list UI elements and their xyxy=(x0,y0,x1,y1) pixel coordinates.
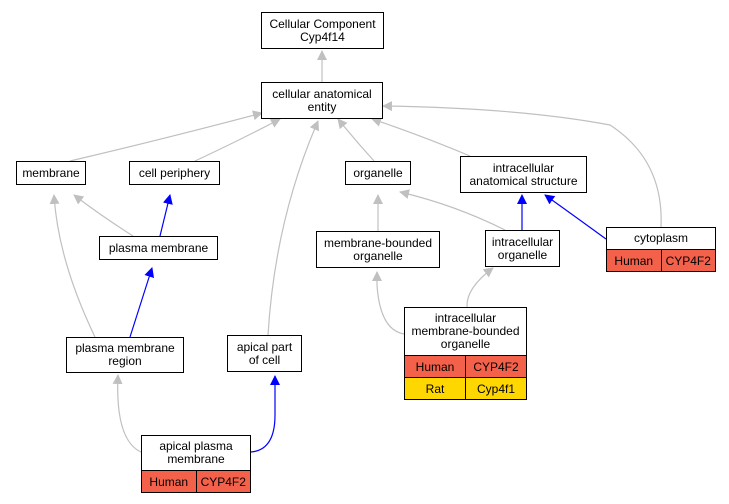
annotation-row: Human CYP4F2 xyxy=(405,355,526,377)
edge-ias-cae xyxy=(371,117,471,157)
node-label: intracellular membrane-bounded organelle xyxy=(411,311,520,351)
edge-cytoplasm-ias xyxy=(544,194,607,240)
node-cytoplasm[interactable]: cytoplasm Human CYP4F2 xyxy=(606,227,716,272)
node-intracellular-anatomical-structure[interactable]: intracellular anatomical structure xyxy=(460,156,587,193)
node-label: plasma membrane xyxy=(108,240,209,255)
node-plasma-membrane[interactable]: plasma membrane xyxy=(99,236,218,260)
gene-cell: CYP4F2 xyxy=(195,471,250,492)
edge-intraorg-organelle xyxy=(399,189,506,231)
node-label: intracellular organelle xyxy=(491,234,554,262)
node-label: cytoplasm xyxy=(633,231,689,245)
node-plasma-membrane-region[interactable]: plasma membrane region xyxy=(66,337,184,373)
species-cell: Human xyxy=(607,250,661,271)
node-label: apical plasma membrane xyxy=(159,439,233,466)
node-label: membrane-bounded organelle xyxy=(323,235,433,263)
edge-imbo-mbo xyxy=(372,271,405,335)
node-cellular-component-root[interactable]: Cellular Component Cyp4f14 xyxy=(261,12,384,49)
edge-imbo-intraorg xyxy=(466,267,494,308)
edge-cytoplasm-cae xyxy=(382,101,662,228)
node-organelle[interactable]: organelle xyxy=(345,161,411,185)
node-label: cell periphery xyxy=(138,165,211,180)
node-intracellular-membrane-bounded-organelle[interactable]: intracellular membrane-bounded organelle… xyxy=(404,307,527,400)
edge-apm-pmr xyxy=(112,374,142,453)
edge-pm-periphery xyxy=(159,194,173,237)
node-label: cellular anatomical entity xyxy=(272,86,372,114)
edge-pmr-pm xyxy=(129,267,155,338)
edge-periphery-cae xyxy=(194,118,281,162)
node-label: organelle xyxy=(353,165,403,180)
node-apical-part-of-cell[interactable]: apical part of cell xyxy=(227,335,302,372)
gene-cell: Cyp4f1 xyxy=(465,378,526,399)
edge-membrane-cae xyxy=(69,110,263,162)
node-cell-periphery[interactable]: cell periphery xyxy=(129,161,220,185)
gene-cell: CYP4F2 xyxy=(465,356,526,377)
edge-apical-cae xyxy=(267,120,320,336)
annotation-row: Human CYP4F2 xyxy=(142,470,250,492)
node-label: plasma membrane region xyxy=(75,341,175,368)
edge-apm-apical xyxy=(250,375,280,453)
species-cell: Human xyxy=(405,356,465,377)
edge-pm-membrane xyxy=(73,194,134,237)
node-label: membrane xyxy=(22,165,80,180)
annotation-row: Rat Cyp4f1 xyxy=(405,377,526,399)
annotation-row: Human CYP4F2 xyxy=(607,249,715,271)
node-label: apical part of cell xyxy=(236,339,293,367)
edge-organelle-cae xyxy=(337,118,375,162)
species-cell: Rat xyxy=(405,378,465,399)
node-apical-plasma-membrane[interactable]: apical plasma membrane Human CYP4F2 xyxy=(141,435,251,493)
node-membrane-bounded-organelle[interactable]: membrane-bounded organelle xyxy=(316,231,440,268)
species-cell: Human xyxy=(142,471,196,492)
edge-pmr-membrane xyxy=(49,194,96,338)
node-intracellular-organelle[interactable]: intracellular organelle xyxy=(485,230,560,267)
node-label: Cellular Component Cyp4f14 xyxy=(269,16,376,44)
node-label: intracellular anatomical structure xyxy=(469,160,578,188)
node-membrane[interactable]: membrane xyxy=(16,161,86,185)
gene-cell: CYP4F2 xyxy=(660,250,715,271)
node-cellular-anatomical-entity[interactable]: cellular anatomical entity xyxy=(261,82,383,119)
